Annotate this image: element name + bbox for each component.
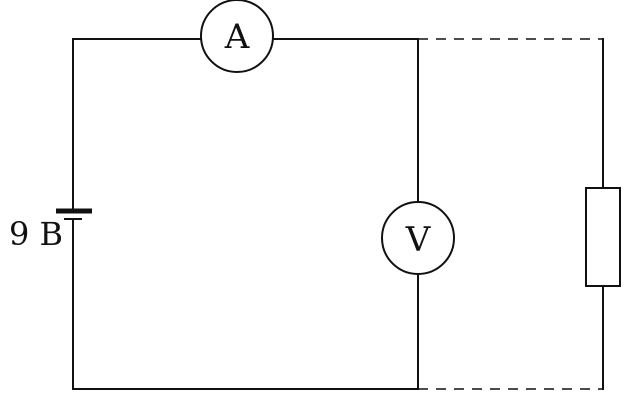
voltmeter-symbol: V	[405, 220, 432, 260]
voltmeter: V	[381, 201, 455, 275]
ammeter: A	[200, 0, 274, 73]
dashed-resistor-branch	[418, 38, 621, 390]
battery-label: 9 B	[9, 215, 63, 253]
battery: 9 B	[9, 208, 92, 253]
ammeter-circle	[200, 0, 274, 73]
resistor	[585, 187, 621, 287]
main-circuit-wires	[72, 38, 419, 390]
voltmeter-circle	[381, 201, 455, 275]
ammeter-symbol: A	[224, 17, 250, 57]
